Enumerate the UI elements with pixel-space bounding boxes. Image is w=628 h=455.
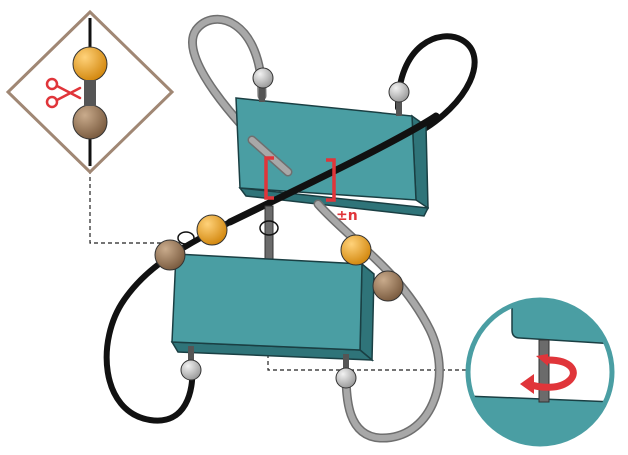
step-bracket <box>264 156 336 202</box>
bracket-right <box>326 158 336 202</box>
lower-block-posts <box>188 346 349 376</box>
gray-strand-front-upper <box>247 135 293 177</box>
scissors-icon <box>45 77 82 109</box>
gray-bead <box>335 367 357 389</box>
lower-block-face <box>171 253 363 351</box>
brown-bead <box>154 239 186 271</box>
bracket-left <box>264 156 274 200</box>
inset-post <box>538 339 550 403</box>
brown-bead <box>372 270 404 302</box>
junction-ring <box>177 231 195 245</box>
inset-brown-bead <box>72 104 108 140</box>
leader-line-rotation <box>267 228 468 371</box>
central-post <box>259 205 279 263</box>
lower-block <box>170 253 375 362</box>
gray-bead <box>252 67 274 89</box>
black-strand-upper <box>395 33 478 137</box>
gray-bead <box>180 359 202 381</box>
leader-lines <box>89 170 468 371</box>
inset-orange-bead <box>72 46 108 82</box>
leader-line-cut <box>89 170 180 244</box>
beads <box>154 67 410 389</box>
upper-block-posts <box>259 80 402 116</box>
orange-bead <box>340 234 372 266</box>
upper-block-face <box>235 97 417 201</box>
rotation-inset <box>465 297 615 447</box>
orange-bead <box>196 214 228 246</box>
rotation-inset-ring <box>465 297 615 447</box>
rotation-arrow-icon <box>520 354 577 394</box>
step-label: ±n <box>336 208 358 224</box>
gray-bead <box>388 81 410 103</box>
black-strand-diagonal <box>226 112 440 226</box>
cut-inset <box>5 9 175 175</box>
